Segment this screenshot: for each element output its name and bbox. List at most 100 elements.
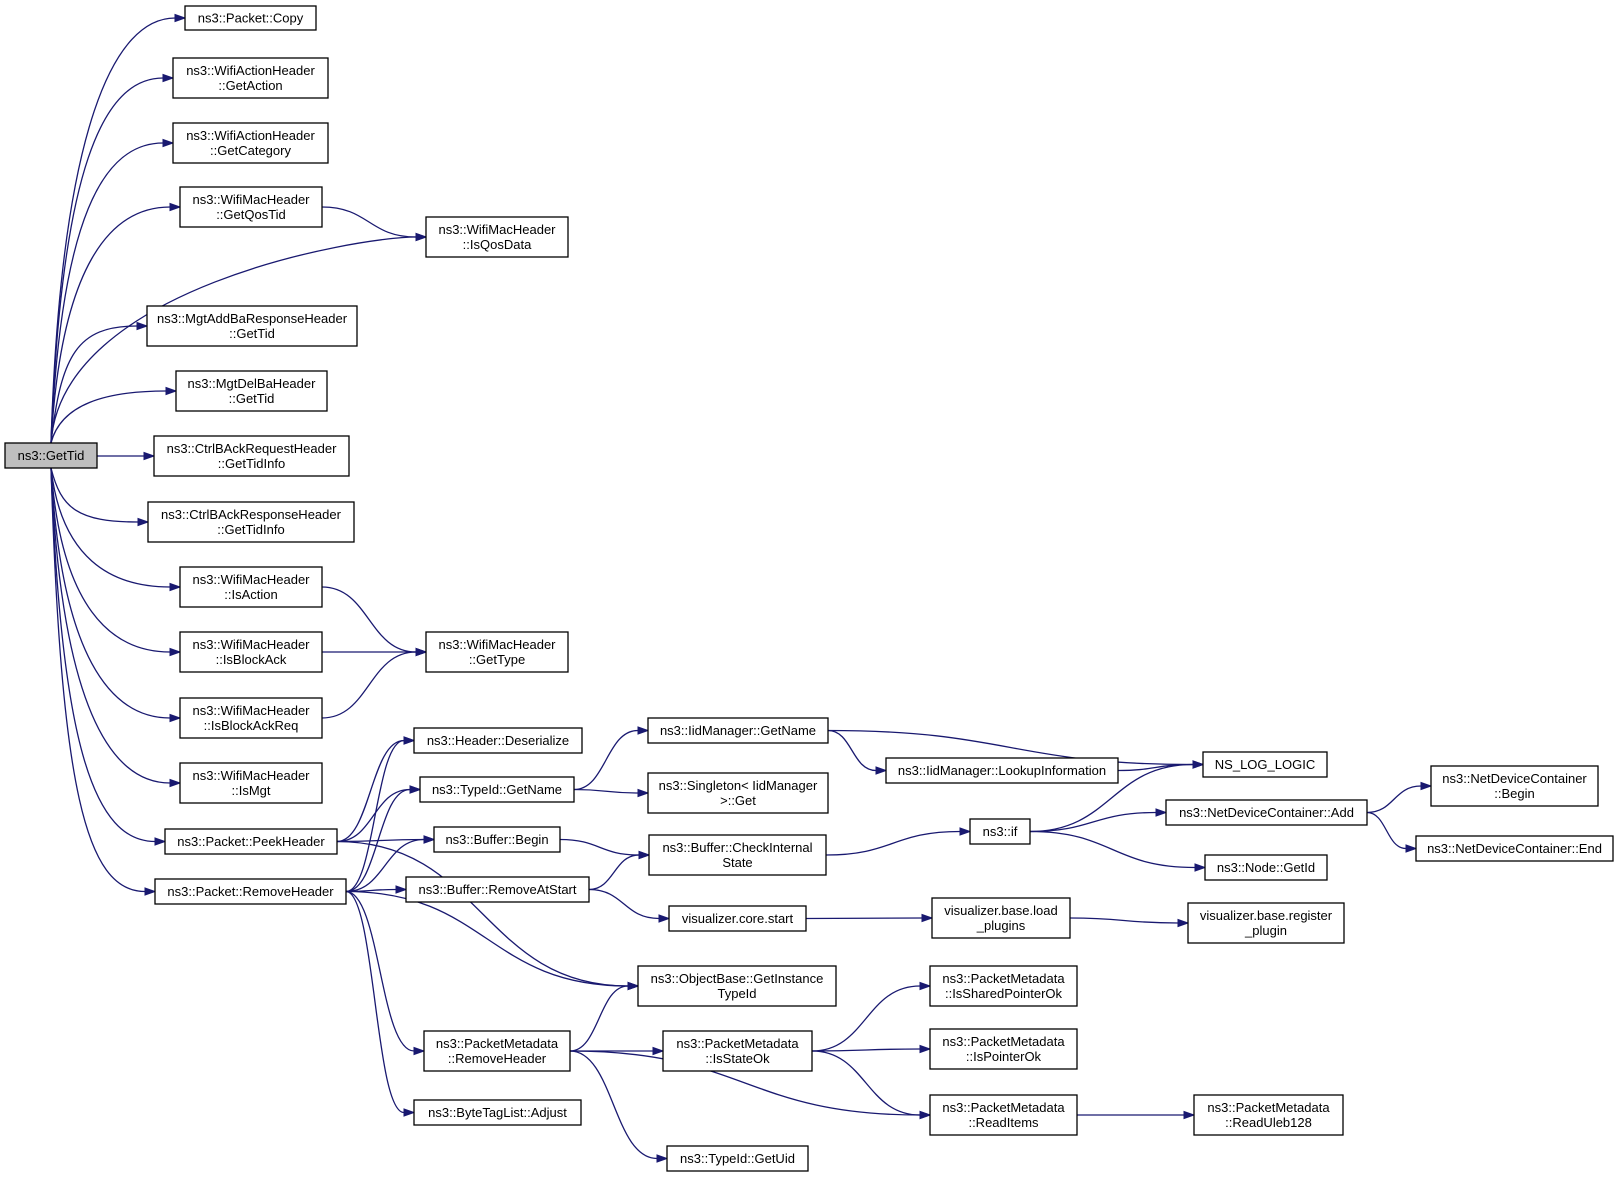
node-box bbox=[1165, 799, 1368, 826]
node-label-line: ns3::WifiActionHeader bbox=[186, 128, 315, 143]
node-label-line: visualizer.base.load bbox=[944, 903, 1057, 918]
node-visualizer-base-load-plugins[interactable]: visualizer.base.load_plugins bbox=[931, 897, 1071, 939]
node-mac-ismgt[interactable]: ns3::WifiMacHeader::IsMgt bbox=[179, 762, 323, 804]
node-box bbox=[146, 305, 358, 347]
node-mac-gettype[interactable]: ns3::WifiMacHeader::GetType bbox=[425, 631, 569, 673]
node-box bbox=[1430, 765, 1599, 807]
node-label-line: ns3::PacketMetadata bbox=[1207, 1100, 1330, 1115]
node-visualizer-base-register-plugin[interactable]: visualizer.base.register_plugin bbox=[1187, 902, 1345, 944]
node-bytetaglist-adjust[interactable]: ns3::ByteTagList::Adjust bbox=[413, 1099, 582, 1126]
node-header-deserialize[interactable]: ns3::Header::Deserialize bbox=[413, 727, 583, 754]
node-label-line: ns3::MgtDelBaHeader bbox=[188, 376, 317, 391]
node-box bbox=[647, 717, 829, 744]
node-mac-isblockackreq[interactable]: ns3::WifiMacHeader::IsBlockAckReq bbox=[179, 697, 323, 739]
node-mgtaddba-gettid[interactable]: ns3::MgtAddBaResponseHeader::GetTid bbox=[146, 305, 358, 347]
node-label-line: ns3::PacketMetadata bbox=[676, 1036, 799, 1051]
node-box bbox=[1204, 854, 1328, 881]
node-box bbox=[662, 1030, 813, 1072]
node-label-line: >::Get bbox=[720, 793, 756, 808]
node-pm-isstateok[interactable]: ns3::PacketMetadata::IsStateOk bbox=[662, 1030, 813, 1072]
node-label-line: ns3::WifiMacHeader bbox=[192, 703, 310, 718]
node-pm-readuleb128[interactable]: ns3::PacketMetadata::ReadUleb128 bbox=[1193, 1094, 1344, 1136]
node-box bbox=[425, 631, 569, 673]
node-label-line: ::IsSharedPointerOk bbox=[945, 986, 1063, 1001]
node-label-line: ns3::Buffer::RemoveAtStart bbox=[419, 882, 577, 897]
node-pm-issharedpointerok[interactable]: ns3::PacketMetadata::IsSharedPointerOk bbox=[929, 965, 1078, 1007]
node-label-line: ns3::CtrlBAckResponseHeader bbox=[161, 507, 342, 522]
node-ndc-add[interactable]: ns3::NetDeviceContainer::Add bbox=[1165, 799, 1368, 826]
node-buffer-begin[interactable]: ns3::Buffer::Begin bbox=[433, 826, 561, 853]
node-ndc-end[interactable]: ns3::NetDeviceContainer::End bbox=[1415, 835, 1614, 862]
edge-root-to-action_getcategory bbox=[50, 138, 175, 444]
node-packet-removeheader[interactable]: ns3::Packet::RemoveHeader bbox=[154, 878, 347, 905]
node-action-getcategory[interactable]: ns3::WifiActionHeader::GetCategory bbox=[172, 122, 329, 164]
node-label-line: ::GetTidInfo bbox=[217, 522, 284, 537]
node-label-line: State bbox=[722, 855, 752, 870]
node-action-getaction[interactable]: ns3::WifiActionHeader::GetAction bbox=[172, 57, 329, 99]
node-box bbox=[179, 631, 323, 673]
node-iidmanager-lookupinformation[interactable]: ns3::IidManager::LookupInformation bbox=[885, 757, 1119, 784]
node-box bbox=[1202, 751, 1328, 778]
node-box bbox=[648, 834, 827, 876]
node-label-line: ::GetQosTid bbox=[216, 207, 286, 222]
edge-root-to-ctrlresp_gettidinfo bbox=[50, 467, 150, 527]
edge-ns3_if-to-node_getid bbox=[1029, 830, 1207, 872]
node-visualizer-core-start[interactable]: visualizer.core.start bbox=[668, 905, 807, 932]
node-box bbox=[179, 762, 323, 804]
node-mac-isqosdata[interactable]: ns3::WifiMacHeader::IsQosData bbox=[425, 216, 569, 258]
node-label-line: TypeId bbox=[717, 986, 756, 1001]
node-label-line: ns3::IidManager::LookupInformation bbox=[898, 763, 1106, 778]
node-packet-peekheader[interactable]: ns3::Packet::PeekHeader bbox=[164, 828, 338, 855]
edge-root-to-mac_isaction bbox=[50, 467, 182, 592]
node-ctrlresp-gettidinfo[interactable]: ns3::CtrlBAckResponseHeader::GetTidInfo bbox=[147, 501, 355, 543]
edge-root-to-mgtdelba_gettid bbox=[50, 386, 178, 444]
node-box bbox=[637, 965, 837, 1007]
edge-visualizer_core_start-to-visualizer_base_load_plugins bbox=[805, 913, 934, 923]
node-pm-readitems[interactable]: ns3::PacketMetadata::ReadItems bbox=[929, 1094, 1078, 1136]
node-label-line: ::GetTidInfo bbox=[218, 456, 285, 471]
node-pm-removeheader[interactable]: ns3::PacketMetadata::RemoveHeader bbox=[423, 1030, 571, 1072]
node-label-line: ::GetCategory bbox=[210, 143, 291, 158]
node-label-line: _plugins bbox=[976, 918, 1026, 933]
node-singleton-get[interactable]: ns3::Singleton< IidManager>::Get bbox=[647, 772, 829, 814]
node-mac-isblockack[interactable]: ns3::WifiMacHeader::IsBlockAck bbox=[179, 631, 323, 673]
node-mac-isaction[interactable]: ns3::WifiMacHeader::IsAction bbox=[179, 566, 323, 608]
node-label-line: ns3::WifiMacHeader bbox=[192, 637, 310, 652]
node-box bbox=[668, 905, 807, 932]
node-root[interactable]: ns3::GetTid bbox=[4, 442, 98, 469]
edge-buffer_removeatstart-to-buffer_checkinternalstate bbox=[588, 850, 651, 891]
node-label-line: ns3::Singleton< IidManager bbox=[659, 778, 818, 793]
node-iidmanager-getname[interactable]: ns3::IidManager::GetName bbox=[647, 717, 829, 744]
node-ctrlreq-gettidinfo[interactable]: ns3::CtrlBAckRequestHeader::GetTidInfo bbox=[153, 435, 350, 477]
edge-root-to-mac_ismgt bbox=[50, 467, 182, 788]
node-box bbox=[419, 776, 575, 803]
edge-pm_isstateok-to-pm_readitems bbox=[811, 1050, 932, 1120]
node-label-line: ns3::Node::GetId bbox=[1217, 860, 1315, 875]
edge-root-to-packet_peekheader bbox=[50, 467, 167, 846]
node-label-line: ::IsStateOk bbox=[705, 1051, 770, 1066]
node-box bbox=[147, 501, 355, 543]
node-ndc-begin[interactable]: ns3::NetDeviceContainer::Begin bbox=[1430, 765, 1599, 807]
node-pm-ispointerok[interactable]: ns3::PacketMetadata::IsPointerOk bbox=[929, 1028, 1078, 1070]
node-node-getid[interactable]: ns3::Node::GetId bbox=[1204, 854, 1328, 881]
call-edges bbox=[50, 13, 1433, 1163]
node-box bbox=[4, 442, 98, 469]
node-box bbox=[179, 186, 323, 228]
node-box bbox=[885, 757, 1119, 784]
node-label-line: ns3::GetTid bbox=[18, 448, 85, 463]
node-packet-copy[interactable]: ns3::Packet::Copy bbox=[184, 5, 317, 31]
node-label-line: ns3::Header::Deserialize bbox=[427, 733, 569, 748]
node-box bbox=[175, 370, 328, 412]
node-typeid-getname[interactable]: ns3::TypeId::GetName bbox=[419, 776, 575, 803]
node-buffer-removeatstart[interactable]: ns3::Buffer::RemoveAtStart bbox=[405, 876, 590, 903]
node-typeid-getuid[interactable]: ns3::TypeId::GetUid bbox=[666, 1145, 809, 1172]
node-ns-log-logic[interactable]: NS_LOG_LOGIC bbox=[1202, 751, 1328, 778]
node-label-line: NS_LOG_LOGIC bbox=[1215, 757, 1315, 772]
node-ns3-if[interactable]: ns3::if bbox=[969, 818, 1031, 845]
node-mac-getqostid[interactable]: ns3::WifiMacHeader::GetQosTid bbox=[179, 186, 323, 228]
node-label-line: ns3::if bbox=[983, 824, 1018, 839]
node-mgtdelba-gettid[interactable]: ns3::MgtDelBaHeader::GetTid bbox=[175, 370, 328, 412]
edge-packet_removeheader-to-objectbase_getinstancetypeid bbox=[345, 890, 640, 991]
